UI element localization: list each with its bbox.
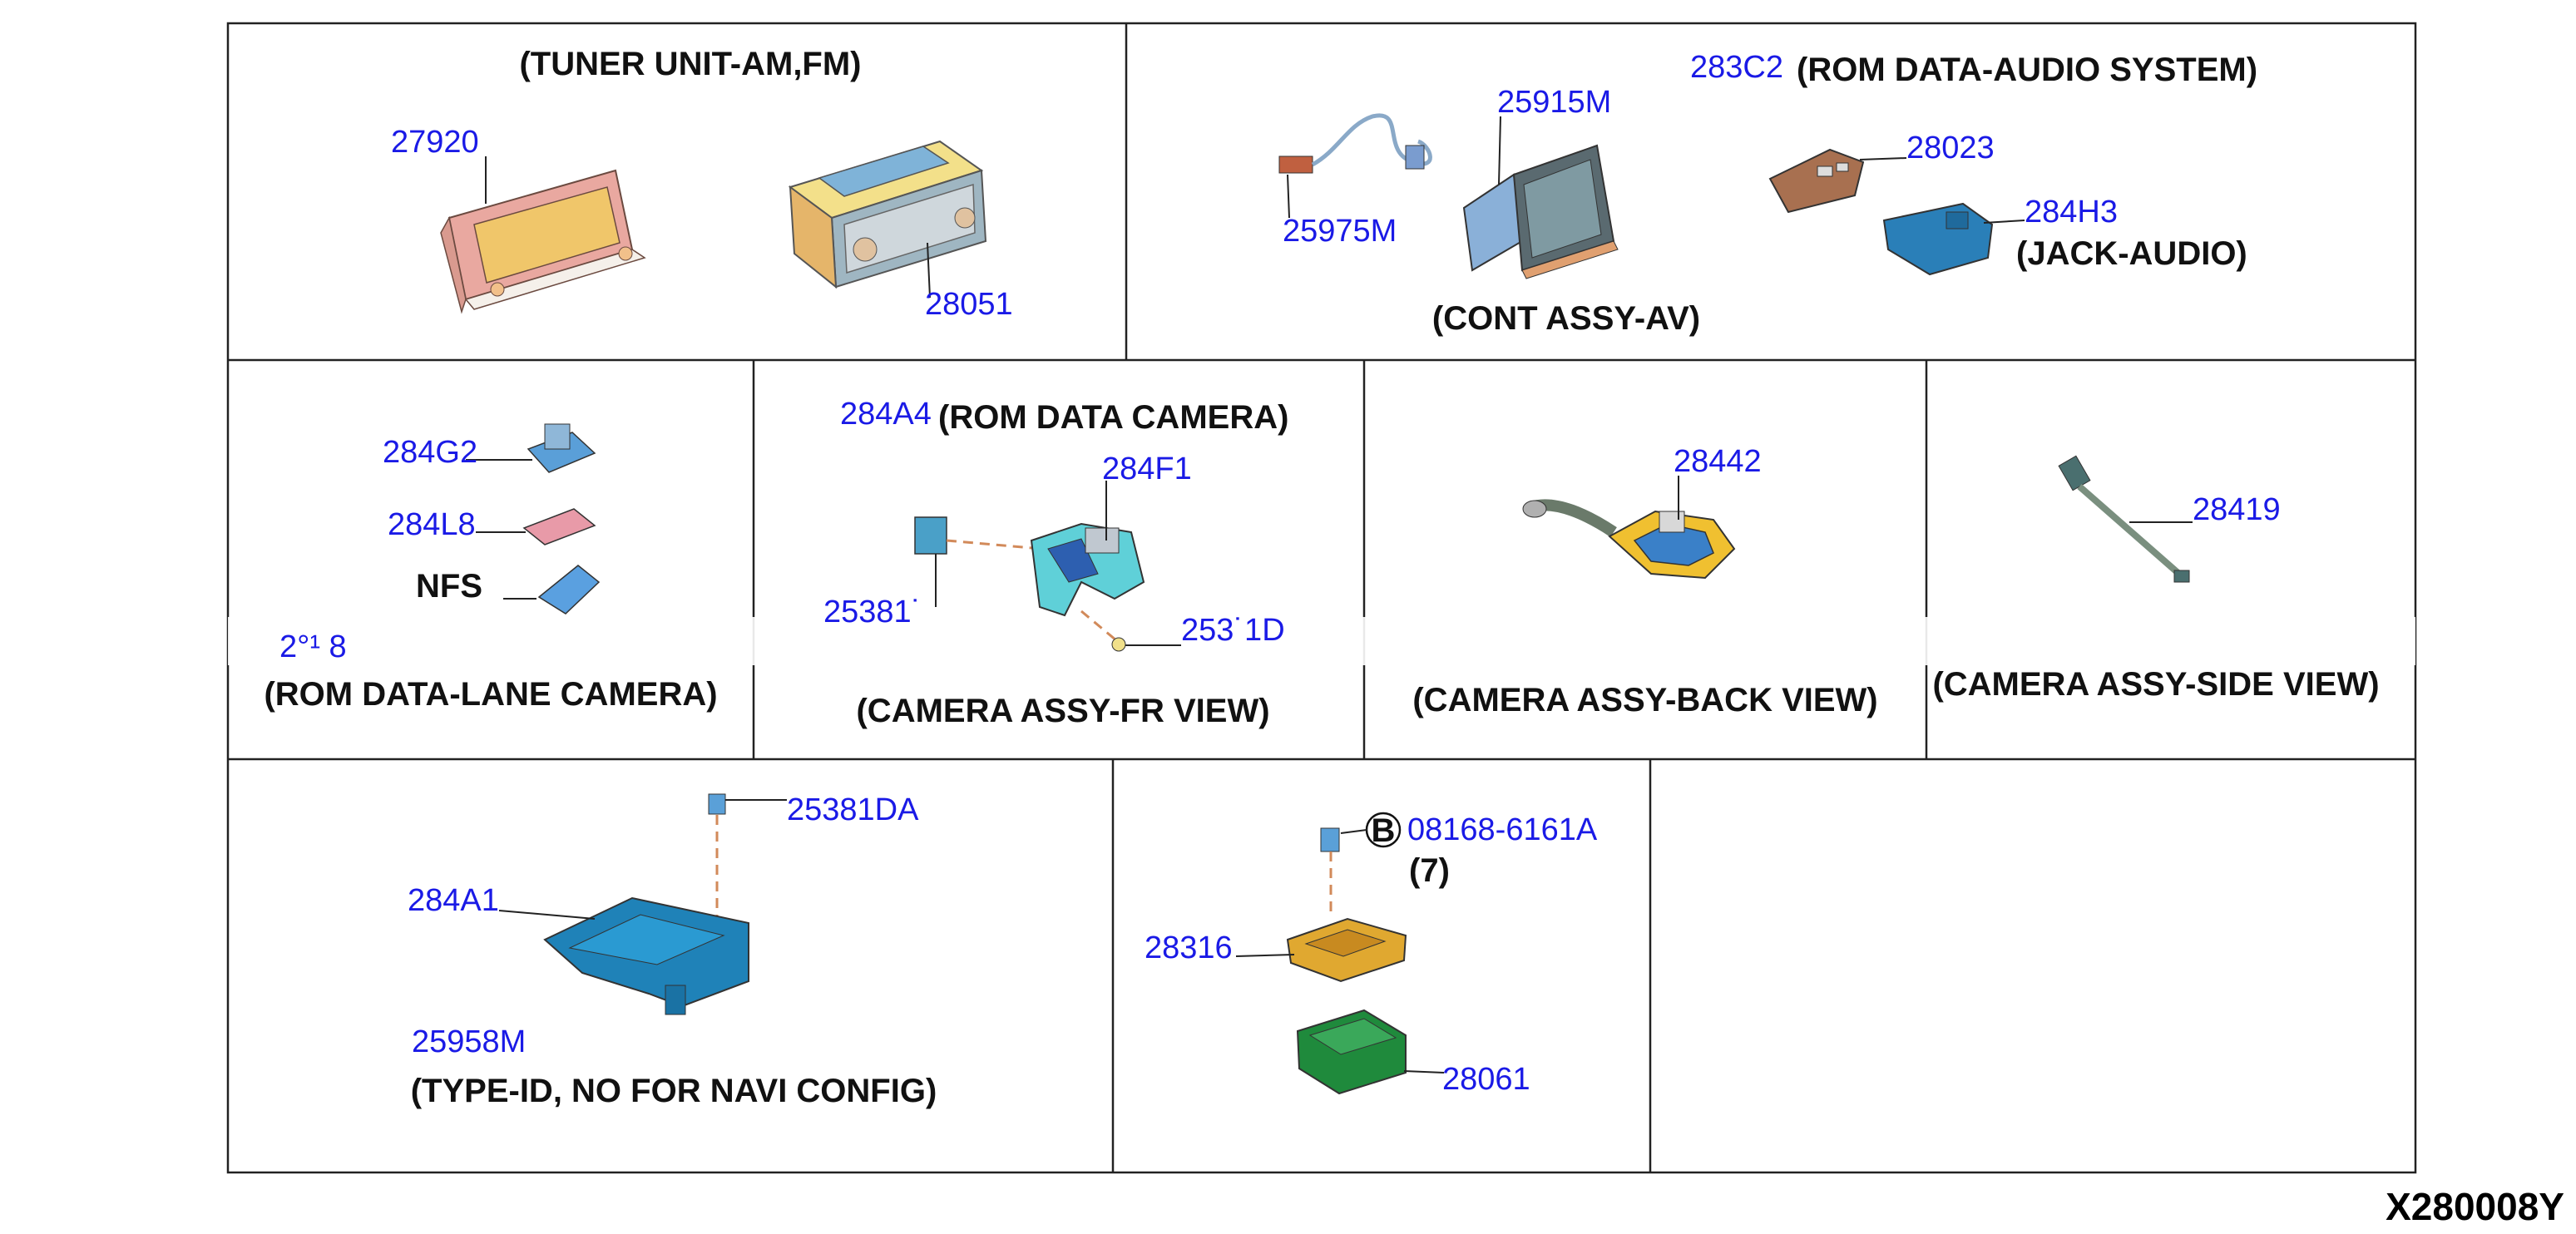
bracket-28316-part[interactable] [1286, 917, 1407, 983]
pn-25381da: 25381DA [787, 792, 919, 827]
pn-25958m: 25958M [412, 1024, 526, 1059]
tuner-caption: (TUNER UNIT-AM,FM) [519, 46, 861, 82]
panel-type-id: 25381DA 284A1 25958M (TYPE-ID, NO FOR NA… [408, 792, 937, 1109]
pn-28442: 28442 [1674, 444, 1762, 479]
pn-284g2: 284G2 [383, 435, 477, 470]
panel-bracket: B 08168-6161A (7) 28316 28061 [1145, 812, 1598, 1097]
pn-25915m: 25915M [1497, 85, 1611, 120]
pn-284a4: 284A4 [840, 397, 932, 432]
pn-28316: 28316 [1145, 930, 1233, 965]
bolt-qty: (7) [1409, 852, 1450, 889]
panel-tuner: (TUNER UNIT-AM,FM) 27920 28051 [391, 46, 1013, 322]
jack-audio-caption: (JACK-AUDIO) [2016, 235, 2247, 272]
panel-cont-av: 283C2 (ROM DATA-AUDIO SYSTEM) 25975M 259… [1278, 50, 2257, 337]
jack-audio-284h3-part[interactable] [1882, 202, 1994, 276]
pn-284h3: 284H3 [2025, 195, 2118, 230]
display-25915m-part[interactable] [1462, 144, 1619, 279]
bracket-284f1-part[interactable] [1030, 522, 1145, 617]
pn-25381-left: 25381˙ [823, 595, 922, 629]
screw-25381da-part[interactable] [708, 793, 726, 815]
callout-b-label: B [1372, 812, 1396, 849]
harness-25975m-part[interactable] [1278, 113, 1432, 174]
rom-audio-caption: (ROM DATA-AUDIO SYSTEM) [1797, 52, 2257, 88]
pn-lane-partial: 2°¹ 8 [279, 629, 347, 664]
clip-25381-part[interactable] [914, 516, 947, 555]
rom-camera-caption: (ROM DATA CAMERA) [938, 399, 1288, 436]
tuner-unit-right-part[interactable] [788, 140, 987, 289]
pn-27920: 27920 [391, 125, 479, 160]
cont-av-caption: (CONT ASSY-AV) [1432, 300, 1700, 337]
lane-camera-caption: (ROM DATA-LANE CAMERA) [264, 676, 717, 713]
scan-band [228, 617, 2415, 665]
part-nfs[interactable] [537, 565, 601, 615]
back-camera-28442-part[interactable] [1522, 499, 1736, 580]
tuner-head-unit-left-part[interactable] [440, 169, 646, 314]
pn-25975m: 25975M [1283, 214, 1397, 249]
bolt-08168-part[interactable] [1320, 827, 1340, 852]
side-view-caption: (CAMERA ASSY-SIDE VIEW) [1932, 666, 2379, 703]
diagram-reference: X280008Y [2386, 1185, 2564, 1228]
panel-lane-camera: 284G2 284L8 NFS 2°¹ 8 (ROM DATA-LANE CAM… [264, 423, 718, 713]
panel-empty [1652, 761, 2414, 1171]
type-id-caption: (TYPE-ID, NO FOR NAVI CONFIG) [411, 1073, 937, 1109]
panel-back-view: 28442 (CAMERA ASSY-BACK VIEW) [1412, 444, 1877, 718]
module-28023-part[interactable] [1768, 148, 1865, 214]
pn-08168: 08168-6161A [1407, 812, 1598, 847]
pn-28023: 28023 [1906, 131, 1995, 165]
pn-25381-right: 253˙1D [1181, 613, 1285, 648]
panel-side-view: 28419 (CAMERA ASSY-SIDE VIEW) [1932, 455, 2380, 703]
part-284l8[interactable] [522, 508, 596, 545]
panel-grid [226, 22, 2417, 1174]
pn-284f1: 284F1 [1102, 452, 1192, 486]
screw-fr-part[interactable] [1111, 637, 1126, 652]
module-28061-part[interactable] [1296, 1009, 1407, 1095]
fr-view-caption: (CAMERA ASSY-FR VIEW) [856, 693, 1269, 729]
back-view-caption: (CAMERA ASSY-BACK VIEW) [1412, 682, 1877, 718]
nfs-label: NFS [416, 568, 482, 605]
pn-283c2: 283C2 [1690, 50, 1783, 85]
part-284g2[interactable] [527, 423, 596, 473]
pn-284l8: 284L8 [388, 507, 476, 542]
side-camera-28419-part[interactable] [2058, 455, 2190, 583]
panel-fr-view: 284A4 (ROM DATA CAMERA) 25381˙ 284F1 253… [823, 397, 1288, 729]
pn-284a1: 284A1 [408, 883, 499, 918]
pn-28051: 28051 [925, 287, 1013, 322]
bracket-284a1-part[interactable] [543, 896, 749, 1015]
pn-28061: 28061 [1442, 1062, 1530, 1097]
pn-28419: 28419 [2193, 492, 2281, 527]
